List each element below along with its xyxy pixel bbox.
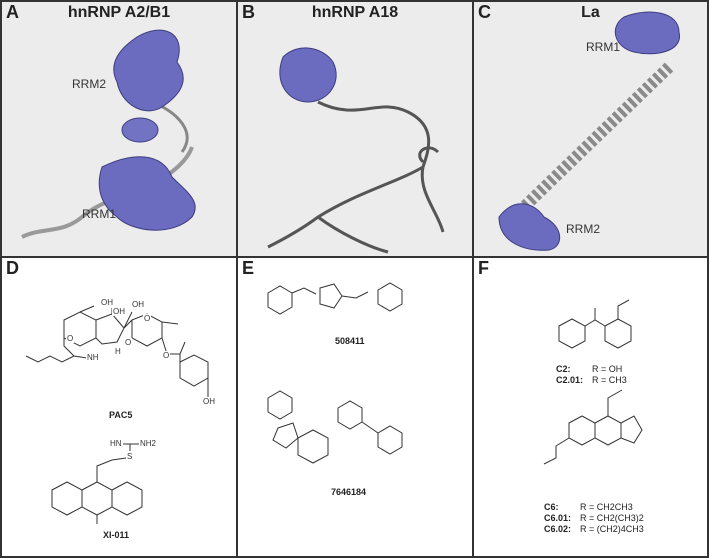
r-row: C2:R = OH: [556, 364, 623, 374]
panel-letter: E: [242, 258, 255, 278]
panel-title: hnRNP A2/B1: [67, 4, 171, 21]
la-structure: [498, 11, 680, 251]
r-row: C6.02:R = (CH2)4CH3: [544, 524, 644, 534]
508411-7646184-structures: [267, 282, 403, 464]
panel-letter: B: [242, 2, 255, 22]
hnrnp-a18-structure: [267, 47, 445, 254]
pac5-xi011-structures: [25, 305, 209, 524]
rrm1-label: RRM1: [586, 40, 621, 54]
compound-name-7646184: 7646184: [331, 487, 367, 497]
panel-b: B hnRNP A18: [236, 0, 474, 258]
rrm2-label: RRM2: [566, 222, 601, 236]
panel-letter: D: [6, 258, 19, 278]
panel-a: A hnRNP A2/B1 RRM2 RRM1: [0, 0, 238, 258]
atom-label-oh-phenol: OH: [202, 397, 216, 406]
atom-label-s: S: [126, 452, 134, 461]
panel-letter: C: [478, 2, 491, 22]
panel-c: C La RRM1 RRM2: [472, 0, 709, 258]
compound-name-508411: 508411: [335, 336, 365, 346]
atom-label-o-amide: O: [66, 334, 75, 343]
panel-d: D OH OH OH O O O O NH H OH HN NH2 S PAC5…: [0, 256, 238, 558]
c2-c6-structures: [543, 299, 643, 465]
atom-label-o-furan: O: [124, 338, 133, 347]
compound-name-pac5: PAC5: [109, 410, 133, 420]
panel-title: hnRNP A18: [311, 4, 399, 21]
c2-r-table: C2:R = OH C2.01:R = CH3: [556, 364, 627, 386]
rrm2-label: RRM2: [72, 77, 107, 91]
panel-e: E 508411 7646184: [236, 256, 474, 558]
rrm1-label: RRM1: [82, 207, 117, 221]
atom-label-h: H: [114, 347, 122, 356]
r-row: C6:R = CH2CH3: [544, 502, 633, 512]
atom-label-oh: OH: [100, 298, 114, 307]
atom-label-nh: NH: [86, 353, 100, 362]
atom-label-o-ring: O: [143, 314, 152, 323]
panel-title: La: [581, 4, 600, 21]
panel-f: F C2:R = OH C2.01:R = CH3 C6:R = CH2CH3 …: [472, 256, 709, 558]
atom-label-o-ester: O: [162, 351, 171, 360]
panel-letter: A: [6, 2, 19, 22]
atom-label-nh2: NH2: [139, 439, 158, 448]
r-row: C2.01:R = CH3: [556, 375, 627, 385]
atom-label-oh: OH: [131, 300, 145, 309]
hnrnp-a2b1-structure: [21, 29, 196, 239]
compound-name-xi011: XI-011: [103, 530, 130, 540]
atom-label-oh: OH: [112, 307, 126, 316]
r-row: C6.01:R = CH2(CH3)2: [544, 513, 644, 523]
c6-r-table: C6:R = CH2CH3 C6.01:R = CH2(CH3)2 C6.02:…: [544, 502, 644, 535]
panel-letter: F: [478, 258, 489, 278]
atom-label-hn: HN: [109, 439, 123, 448]
